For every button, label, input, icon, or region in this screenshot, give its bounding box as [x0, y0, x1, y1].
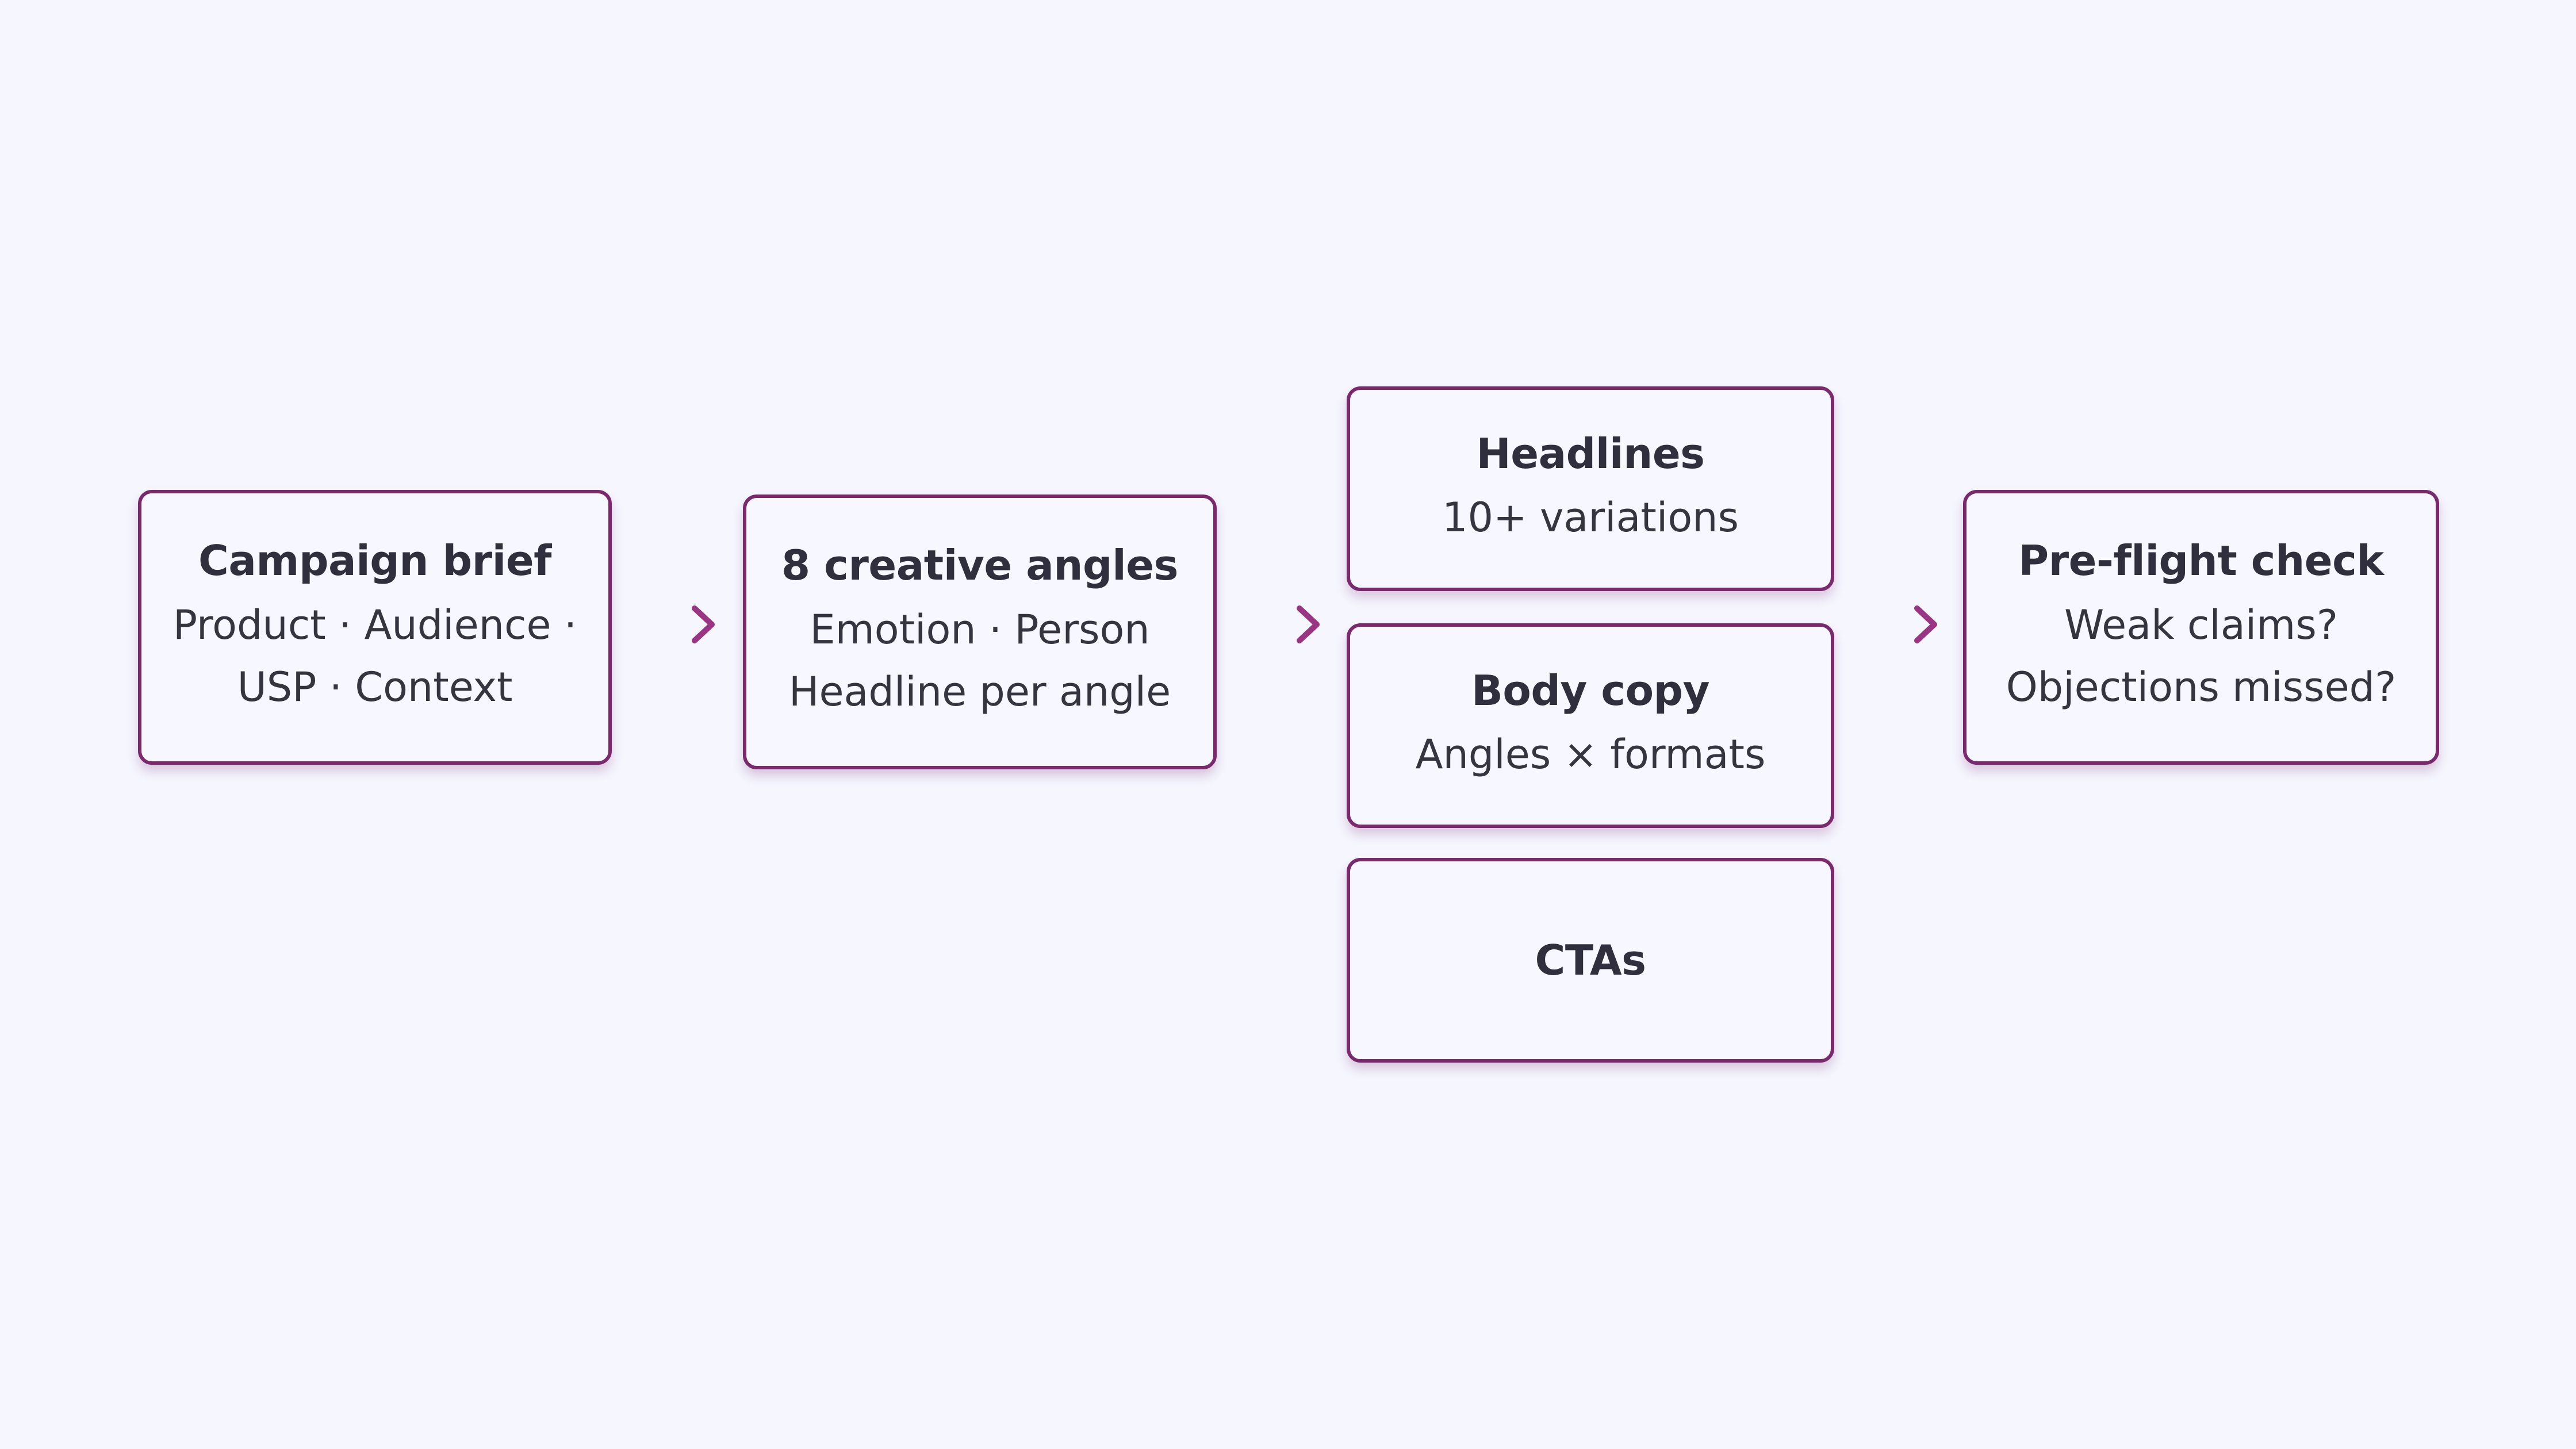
body-copy-title: Body copy [1471, 666, 1710, 715]
flow-arrow-icon [1871, 605, 1937, 643]
creative-angles-title: 8 creative angles [781, 541, 1178, 590]
creative-angles-line-1: Emotion · Person [810, 605, 1150, 653]
campaign-brief-line-1: Product · Audience · [172, 601, 577, 649]
body-copy-line-1: Angles × formats [1415, 730, 1766, 778]
preflight-check-line-1: Weak claims? [2064, 601, 2338, 649]
flow-arrow-icon [1254, 605, 1320, 643]
creative-angles-line-2: Headline per angle [788, 668, 1171, 716]
campaign-brief-box: Campaign brief Product · Audience · USP … [138, 490, 612, 765]
preflight-check-box: Pre-flight check Weak claims? Objections… [1963, 490, 2439, 765]
preflight-check-line-2: Objections missed? [2006, 664, 2397, 711]
ctas-title: CTAs [1535, 936, 1646, 984]
ctas-box: CTAs [1347, 858, 1834, 1063]
headlines-line-1: 10+ variations [1442, 493, 1739, 541]
body-copy-box: Body copy Angles × formats [1347, 623, 1834, 828]
creative-angles-box: 8 creative angles Emotion · Person Headl… [743, 494, 1217, 769]
headlines-title: Headlines [1476, 429, 1705, 478]
preflight-check-title: Pre-flight check [2018, 536, 2384, 585]
flow-arrow-icon [649, 605, 715, 643]
headlines-box: Headlines 10+ variations [1347, 386, 1834, 591]
campaign-brief-line-2: USP · Context [237, 664, 513, 711]
campaign-brief-title: Campaign brief [198, 536, 552, 585]
